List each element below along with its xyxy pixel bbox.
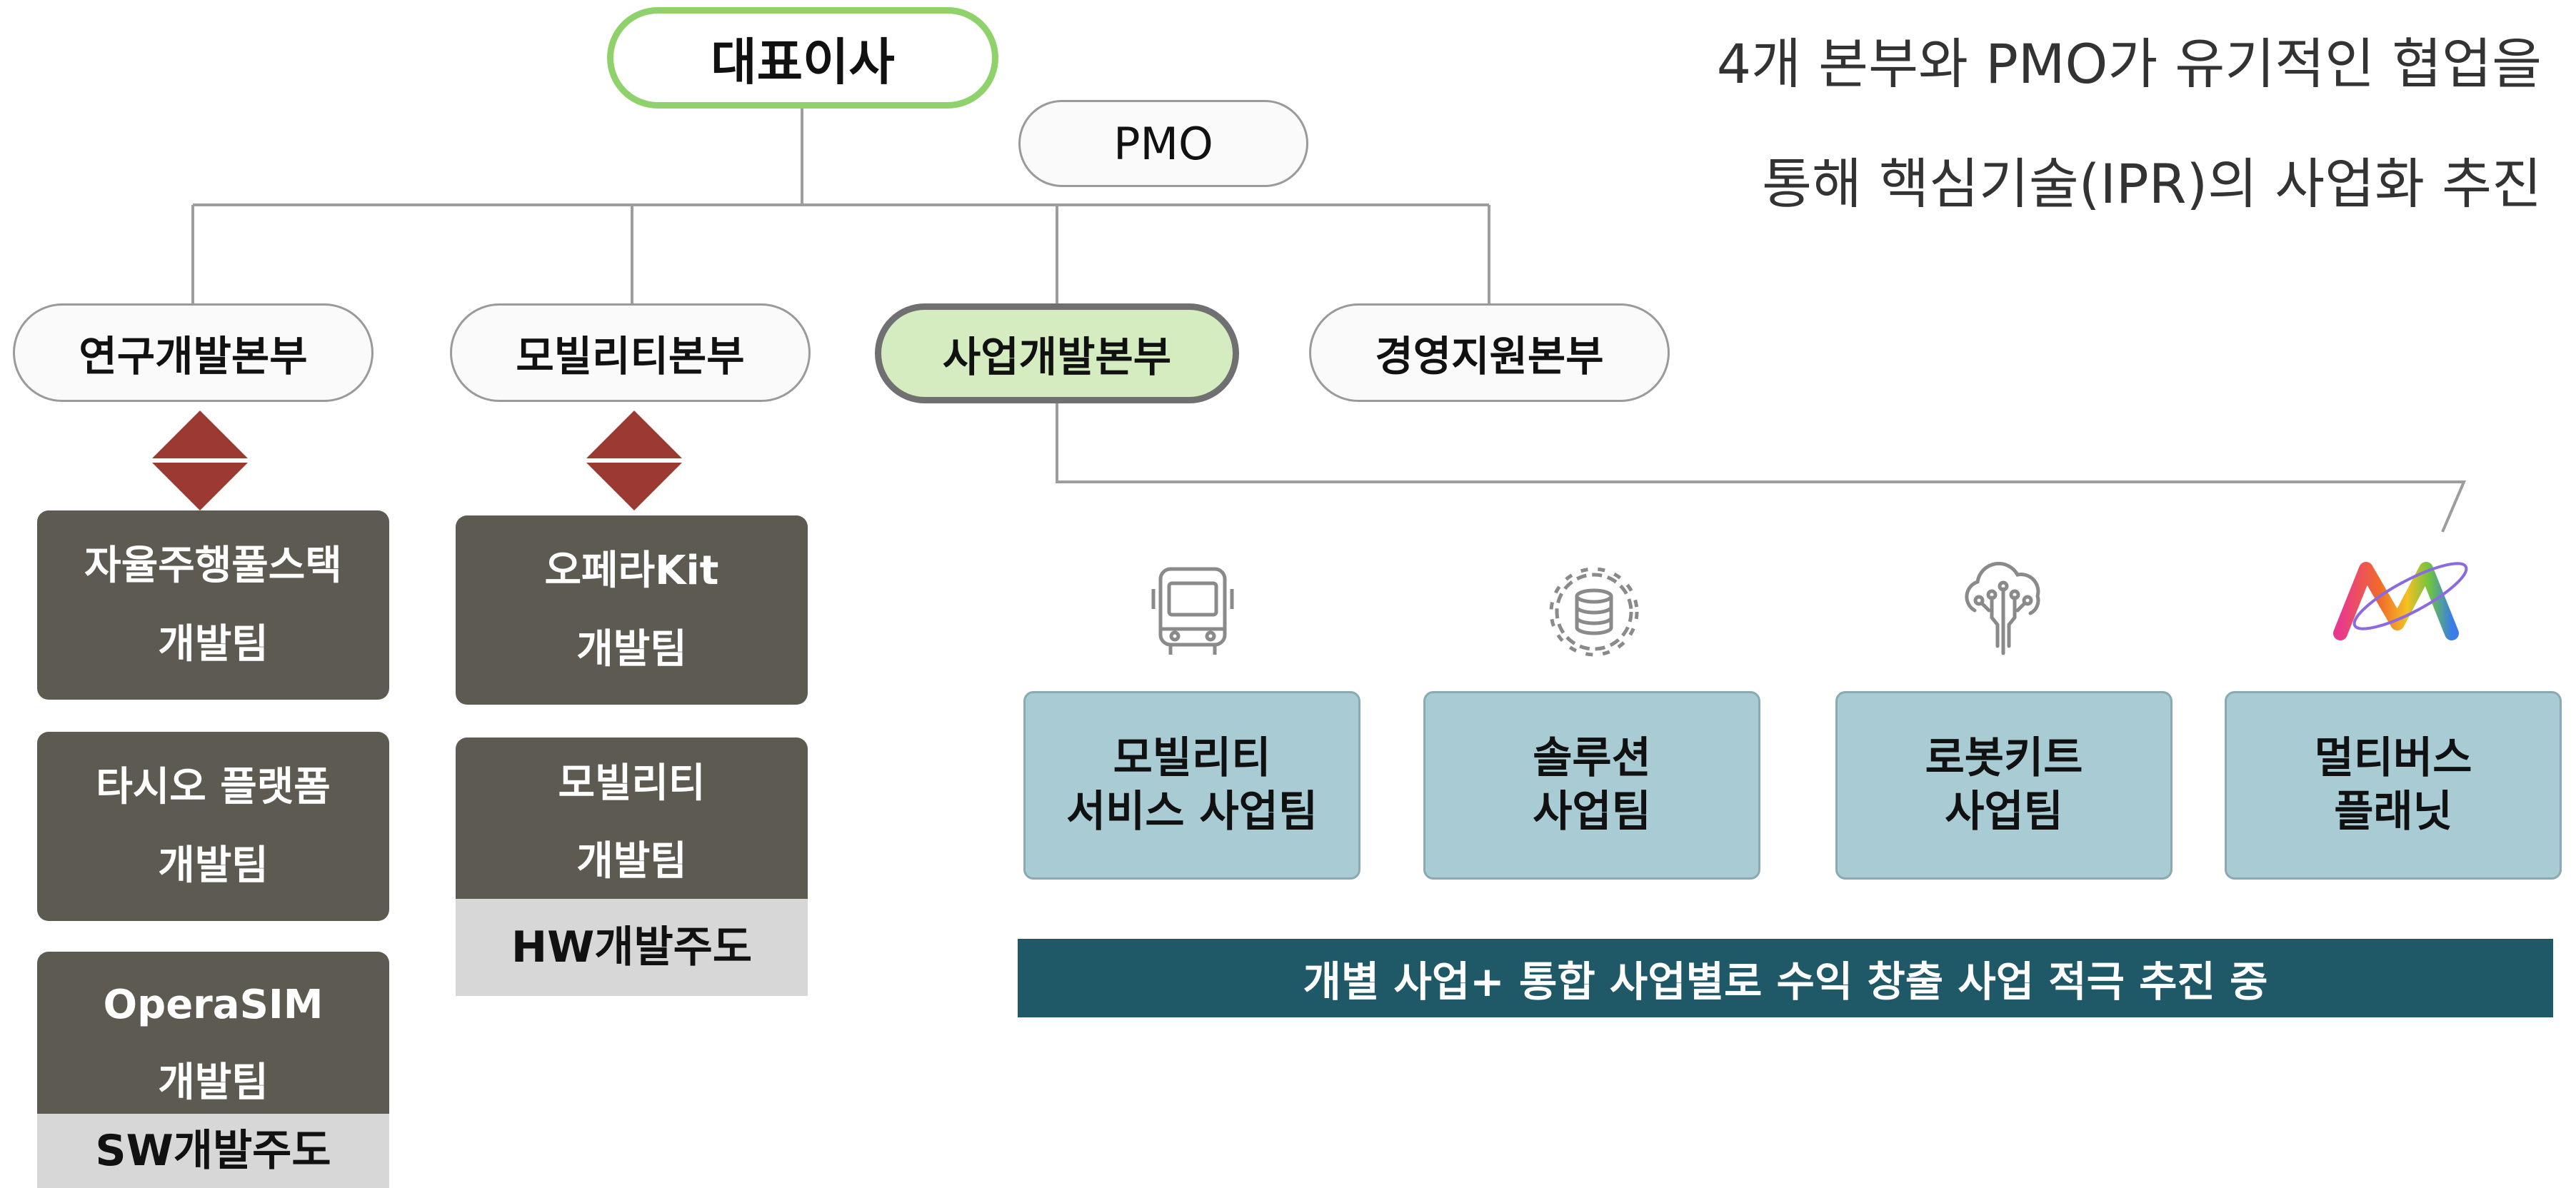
summary-banner-text: 개별 사업+ 통합 사업별로 수익 창출 사업 적극 추진 중 — [1303, 957, 2268, 1006]
diamond-arrow-icon — [584, 411, 684, 510]
team-line-2: 개발팀 — [576, 625, 687, 673]
team-autonomous-fullstack: 자율주행풀스택 개발팀 — [37, 510, 389, 700]
team-operasim: OperaSIM 개발팀 SW개발주도 — [37, 952, 389, 1188]
team-line-1: 모빌리티 — [558, 760, 706, 807]
biz-mobility-service: 모빌리티 서비스 사업팀 — [1023, 691, 1360, 880]
team-line-2: 개발팀 — [158, 842, 269, 889]
biz-robot-kit: 로봇키트 사업팀 — [1835, 691, 2172, 880]
team-tasio-platform: 타시오 플랫폼 개발팀 — [37, 732, 389, 921]
team-line-2: 개발팀 — [576, 838, 687, 885]
team-line-1: 자율주행풀스택 — [84, 543, 342, 590]
biz-line-2: 사업팀 — [1533, 787, 1651, 837]
biz-line-2: 플래닛 — [2334, 787, 2452, 837]
tagline-line-2: 통해 핵심기술(IPR)의 사업화 추진 — [1762, 152, 2542, 216]
biz-line-1: 멀티버스 — [2314, 733, 2472, 783]
bus-icon — [1151, 567, 1234, 655]
biz-line-1: 로봇키트 — [1925, 733, 2083, 783]
biz-line-2: 서비스 사업팀 — [1066, 787, 1318, 837]
team-line-2: 개발팀 — [158, 620, 269, 668]
biz-multiverse-planet: 멀티버스 플래닛 — [2225, 691, 2562, 880]
division-rnd: 연구개발본부 — [13, 303, 374, 402]
biz-solution: 솔루션 사업팀 — [1423, 691, 1760, 880]
team-line-1: OperaSIM — [103, 982, 324, 1028]
tagline-line-1: 4개 본부와 PMO가 유기적인 협업을 — [1716, 32, 2542, 96]
biz-line-1: 솔루션 — [1533, 733, 1651, 783]
team-line-1: 오페라Kit — [544, 548, 719, 595]
team-line-2: 개발팀 — [158, 1059, 269, 1107]
division-rnd-label: 연구개발본부 — [79, 332, 308, 381]
hw-lead-label: HW개발주도 — [456, 899, 808, 996]
division-bizdev: 사업개발본부 — [875, 303, 1239, 403]
cloud-circuit-icon — [1965, 561, 2040, 655]
team-mobility-dev: 모빌리티 개발팀 HW개발주도 — [456, 738, 808, 996]
database-gear-icon — [1549, 567, 1639, 657]
diamond-arrow-icon — [150, 411, 250, 510]
biz-line-2: 사업팀 — [1945, 787, 2063, 837]
division-management-label: 경영지원본부 — [1375, 332, 1604, 381]
biz-line-1: 모빌리티 — [1113, 733, 1271, 783]
pmo-node: PMO — [1018, 100, 1308, 187]
multiverse-logo-icon — [2333, 562, 2468, 640]
division-bizdev-label: 사업개발본부 — [942, 333, 1172, 381]
division-mobility-label: 모빌리티본부 — [516, 332, 745, 381]
ceo-label: 대표이사 — [711, 32, 895, 91]
division-management: 경영지원본부 — [1309, 303, 1670, 402]
team-operakit: 오페라Kit 개발팀 — [456, 515, 808, 705]
pmo-label: PMO — [1113, 117, 1213, 170]
division-mobility: 모빌리티본부 — [450, 303, 811, 402]
summary-banner: 개별 사업+ 통합 사업별로 수익 창출 사업 적극 추진 중 — [1018, 939, 2553, 1017]
sw-lead-label: SW개발주도 — [37, 1114, 389, 1188]
team-line-1: 타시오 플랫폼 — [96, 764, 331, 811]
ceo-node: 대표이사 — [607, 7, 998, 109]
